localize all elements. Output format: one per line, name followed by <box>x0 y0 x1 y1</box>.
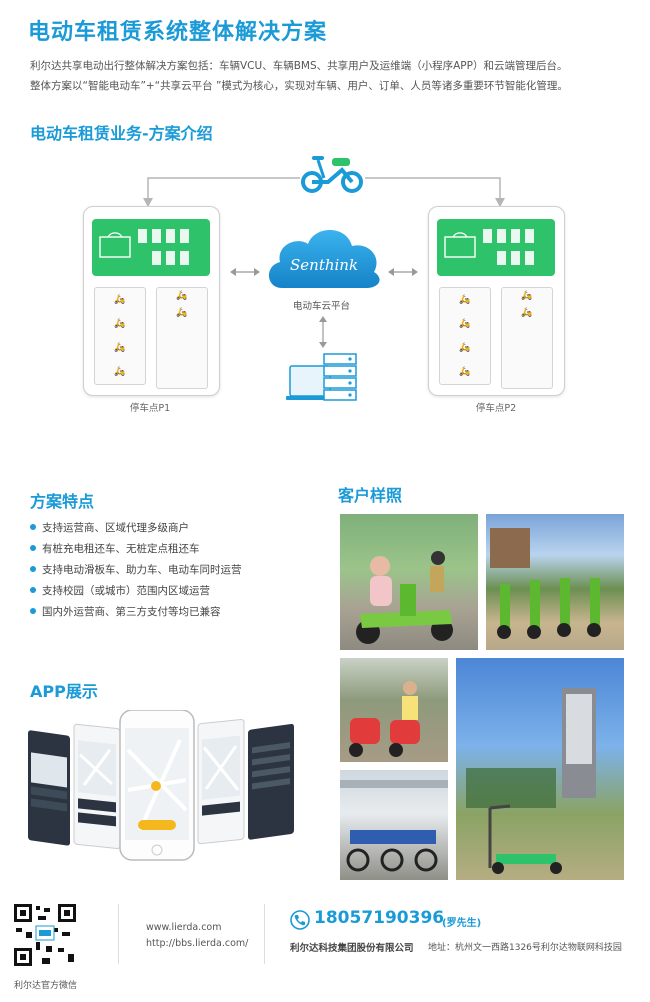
station-p1-label: 停车点P1 <box>129 403 171 414</box>
station-p2: 🛵 🛵 🛵 🛵 🛵 🛵 <box>428 206 565 396</box>
business-section-title: 电动车租赁业务-方案介绍 <box>30 124 213 143</box>
customer-photo-5 <box>340 770 448 880</box>
parking-slots: 🛵 🛵 🛵 🛵 🛵 🛵 <box>94 287 208 389</box>
charging-cabinet <box>92 219 210 276</box>
photo-scooter-icon <box>349 681 420 757</box>
cases-title: 客户样照 <box>338 486 403 505</box>
scooter-icon: 🛵 <box>114 366 126 377</box>
server-icon <box>286 353 357 401</box>
scooter-icon: 🛵 <box>459 318 471 329</box>
scooter-icon: 🛵 <box>114 294 126 305</box>
cloud-brand: Senthink <box>290 256 359 274</box>
contact-person: (罗先生) <box>442 918 482 929</box>
footer-divider <box>118 904 119 964</box>
scooter-icon: 🛵 <box>521 291 533 301</box>
photo-scooter-icon <box>356 551 453 644</box>
scooter-icon: 🛵 <box>459 366 471 377</box>
company-address: 地址：杭州文一西路1326号利尔达物联网科技园 <box>428 943 622 953</box>
scooter-icon: 🛵 <box>114 318 126 329</box>
feature-item: 有桩充电租还车、无桩定点租还车 <box>30 541 242 556</box>
scooter-icon: 🛵 <box>459 294 471 305</box>
scooter-icon <box>301 156 363 193</box>
intro-line-1: 利尔达共享电动出行整体解决方案包括：车辆VCU、车辆BMS、共享用户及运维端（小… <box>30 60 568 72</box>
scooter-icon: 🛵 <box>459 342 471 353</box>
scooter-icon: 🛵 <box>114 342 126 353</box>
customer-photo-3 <box>340 658 448 762</box>
station-p1: 🛵 🛵 🛵 🛵 🛵 🛵 <box>83 206 220 396</box>
station-p2-label: 停车点P2 <box>475 403 517 414</box>
diagram-connectors <box>143 177 505 348</box>
app-title: APP展示 <box>30 682 98 701</box>
scooter-icon: 🛵 <box>521 308 533 318</box>
charging-cabinet <box>437 219 555 276</box>
customer-photo-1 <box>340 514 478 650</box>
parking-slots: 🛵 🛵 🛵 🛵 🛵 🛵 <box>439 287 553 389</box>
phone-icon <box>290 910 310 930</box>
cabinet-icon <box>99 229 189 265</box>
qr-caption: 利尔达官方微信 <box>14 981 78 991</box>
photo-scooter-icon <box>340 780 448 872</box>
app-screens-illustration <box>28 710 294 861</box>
features-title: 方案特点 <box>30 492 95 511</box>
slot-column: 🛵 🛵 <box>501 287 553 389</box>
qr-code-icon <box>12 902 78 968</box>
scooter-icon: 🛵 <box>176 308 188 318</box>
features-list: 支持运营商、区域代理多级商户 有桩充电租还车、无桩定点租还车 支持电动滑板车、助… <box>30 520 242 625</box>
company-name: 利尔达科技集团股份有限公司 <box>290 943 414 954</box>
scooter-icon: 🛵 <box>176 291 188 301</box>
customer-photo-2 <box>486 514 624 650</box>
customer-photo-4 <box>456 658 624 880</box>
phone-number[interactable]: 18057190396 <box>314 908 445 928</box>
feature-item: 支持电动滑板车、助力车、电动车同时运营 <box>30 562 242 577</box>
cloud-icon <box>268 230 380 288</box>
page-title: 电动车租赁系统整体解决方案 <box>28 20 328 45</box>
feature-item: 国内外运营商、第三方支付等均已兼容 <box>30 604 242 619</box>
footer-divider <box>264 904 265 964</box>
cloud-label: 电动车云平台 <box>293 301 351 312</box>
website-link[interactable]: www.lierda.com <box>146 922 222 933</box>
photo-scooter-icon <box>466 688 596 874</box>
feature-item: 支持运营商、区域代理多级商户 <box>30 520 242 535</box>
photo-scooter-icon <box>490 528 601 639</box>
slot-column: 🛵 🛵 🛵 🛵 <box>94 287 146 385</box>
slot-column: 🛵 🛵 🛵 🛵 <box>439 287 491 385</box>
feature-item: 支持校园（或城市）范围内区域运营 <box>30 583 242 598</box>
forum-link[interactable]: http://bbs.lierda.com/ <box>146 938 249 949</box>
slot-column: 🛵 🛵 <box>156 287 208 389</box>
intro-line-2: 整体方案以“智能电动车”+“共享云平台 ”模式为核心，实现对车辆、用户、订单、人… <box>30 80 568 92</box>
cabinet-icon <box>444 229 534 265</box>
